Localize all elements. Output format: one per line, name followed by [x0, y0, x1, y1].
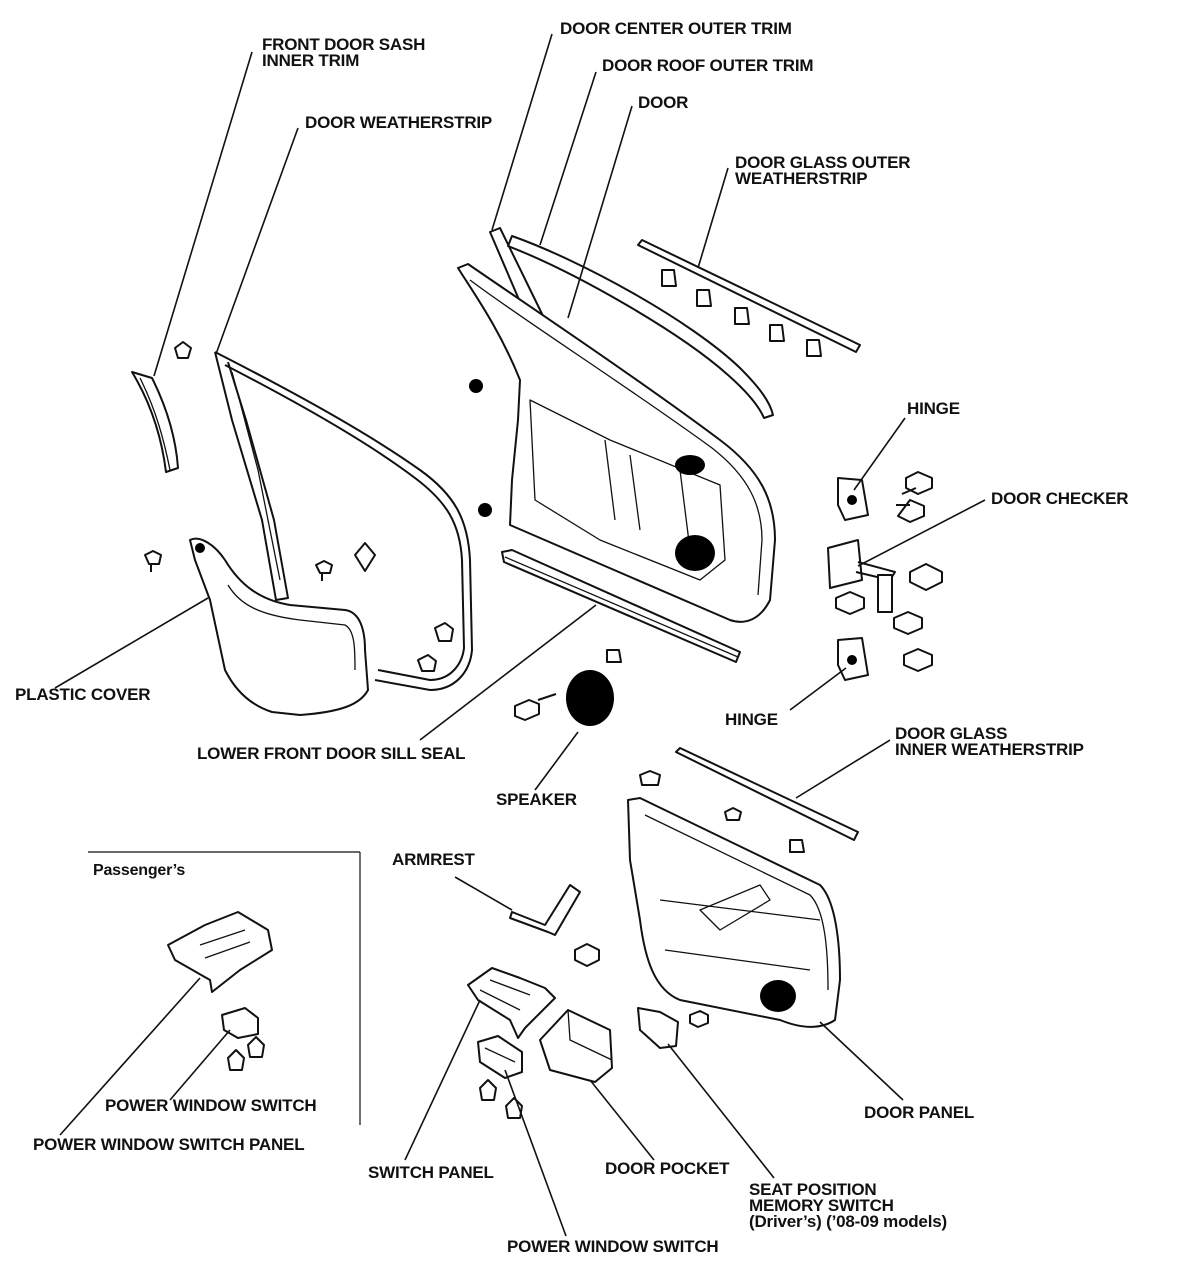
speaker: [514, 649, 622, 734]
label-door: DOOR: [638, 93, 689, 112]
label-door-center-outer-trim: DOOR CENTER OUTER TRIM: [560, 19, 792, 38]
label-front-door-sash-inner-trim: FRONT DOOR SASH INNER TRIM: [262, 35, 426, 70]
passenger-switch-panel: [167, 911, 273, 993]
label-door-glass-inner-weatherstrip: DOOR GLASS INNER WEATHERSTRIP: [895, 724, 1084, 759]
hinge-bolts: [835, 471, 943, 672]
front-door-sash-inner-trim: [131, 371, 179, 473]
label-door-checker: DOOR CHECKER: [991, 489, 1129, 508]
lower-front-door-sill-seal: [501, 549, 741, 663]
label-seat-position-line2: MEMORY SWITCH: [749, 1196, 894, 1215]
label-door-weatherstrip: DOOR WEATHERSTRIP: [305, 113, 493, 132]
label-armrest: ARMREST: [392, 850, 475, 869]
label-seat-position-line3: (Driver’s) (’08-09 models): [749, 1212, 947, 1231]
label-power-window-switch-driver: POWER WINDOW SWITCH: [507, 1237, 719, 1256]
label-door-glass-outer-weatherstrip: DOOR GLASS OUTER WEATHERSTRIP: [735, 153, 911, 188]
label-power-window-switch-passenger: POWER WINDOW SWITCH: [105, 1096, 317, 1115]
label-passengers: Passenger’s: [93, 862, 186, 879]
plastic-cover: [189, 537, 369, 716]
label-seat-position-memory-switch: SEAT POSITION MEMORY SWITCH (Driver’s) (…: [749, 1180, 947, 1231]
passenger-power-window-switch: [221, 1007, 265, 1071]
label-hinge-lower: HINGE: [725, 710, 778, 729]
label-door-glass-inner-line2: INNER WEATHERSTRIP: [895, 740, 1084, 759]
door-checker: [827, 539, 896, 613]
door-glass-outer-weatherstrip: [637, 239, 861, 357]
leader-lines: [54, 33, 986, 1237]
label-door-glass-outer-line1: DOOR GLASS OUTER: [735, 153, 911, 172]
label-door-glass-inner-line1: DOOR GLASS: [895, 724, 1008, 743]
label-door-pocket: DOOR POCKET: [605, 1159, 730, 1178]
label-power-window-switch-panel: POWER WINDOW SWITCH PANEL: [33, 1135, 305, 1154]
label-front-door-sash-line2: INNER TRIM: [262, 51, 360, 70]
label-hinge-upper: HINGE: [907, 399, 960, 418]
door-roof-outer-trim: [507, 235, 774, 419]
door-glass-inner-weatherstrip: [639, 747, 859, 853]
weatherstrip-clips: [144, 341, 454, 672]
door-weatherstrip: [214, 351, 473, 691]
label-door-panel: DOOR PANEL: [864, 1103, 975, 1122]
power-window-switch-driver: [477, 1035, 523, 1079]
door-shell: [457, 263, 776, 623]
label-door-glass-outer-line2: WEATHERSTRIP: [735, 169, 868, 188]
passenger-inset-border: [88, 851, 361, 1125]
door-panel: [627, 797, 841, 1028]
upper-hinge: [837, 477, 869, 521]
label-speaker: SPEAKER: [496, 790, 577, 809]
door-pocket: [539, 1009, 613, 1083]
lower-hinge: [837, 637, 869, 681]
label-lower-front-door-sill-seal: LOWER FRONT DOOR SILL SEAL: [197, 744, 466, 763]
label-seat-position-line1: SEAT POSITION: [749, 1180, 877, 1199]
label-plastic-cover: PLASTIC COVER: [15, 685, 151, 704]
seat-position-memory-switch: [637, 1007, 709, 1049]
label-door-roof-outer-trim: DOOR ROOF OUTER TRIM: [602, 56, 814, 75]
switch-panel: [467, 943, 600, 1119]
armrest: [509, 884, 581, 936]
label-switch-panel: SWITCH PANEL: [368, 1163, 494, 1182]
label-front-door-sash-line1: FRONT DOOR SASH: [262, 35, 426, 54]
